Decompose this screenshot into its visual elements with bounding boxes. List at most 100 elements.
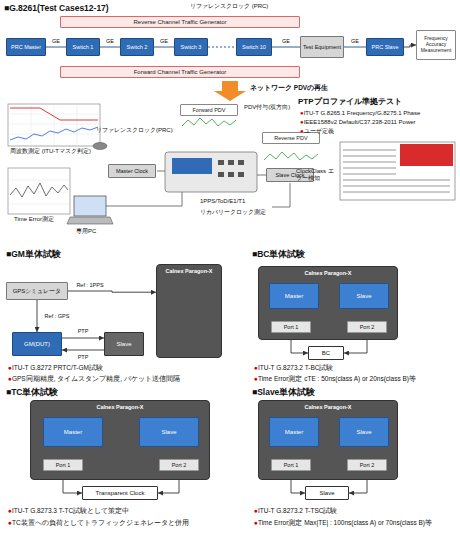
node-text: Port 2 bbox=[360, 324, 375, 330]
node-text: Calnex Paragon-X bbox=[304, 270, 351, 276]
function-block: Slave bbox=[139, 417, 199, 447]
annotation: 周波数測定 (ITU-Tマスク判定) bbox=[10, 148, 105, 155]
node-text: Slave bbox=[356, 293, 371, 300]
connector bbox=[272, 47, 300, 48]
diagram-title: ■G.8261(Test Cases12-17) bbox=[4, 3, 109, 13]
node-text: BC bbox=[322, 350, 330, 357]
dut-box: BC bbox=[308, 346, 344, 360]
connector-label: Ref : GPS bbox=[44, 313, 71, 319]
node-text: Forward Channel Traffic Generator bbox=[134, 69, 227, 76]
connector-label: GE bbox=[159, 38, 169, 44]
bullet-note: ●TC装置への負荷としてトラフィックジェネレータと併用 bbox=[8, 519, 223, 527]
node-text: Switch 1 bbox=[73, 44, 94, 50]
node-text: Reverse PDV bbox=[274, 135, 307, 141]
annotation: リファレンスクロック(PRC) bbox=[96, 127, 186, 134]
time-error-chart bbox=[8, 168, 70, 214]
node-text: Port 1 bbox=[56, 462, 71, 468]
section-heading: ■BC単体試験 bbox=[252, 249, 372, 259]
network-node: Switch 10 bbox=[236, 38, 272, 56]
node-text: Switch 3 bbox=[181, 44, 202, 50]
connector-label: PTP bbox=[77, 354, 90, 360]
function-block: Master bbox=[43, 417, 103, 447]
node-text: Master bbox=[285, 293, 303, 300]
port-box: Port 2 bbox=[347, 321, 387, 333]
bullet-note: ●Time Error測定 cTE : 50ns(class A) or 20n… bbox=[254, 375, 458, 383]
network-node: PRC Master bbox=[6, 38, 46, 56]
test-instrument-panel: Calnex Paragon-XMasterSlavePort 1Port 2 bbox=[258, 400, 398, 480]
connector-label: GE bbox=[51, 38, 61, 44]
connector bbox=[37, 300, 38, 332]
node-text: Master Clock bbox=[116, 168, 148, 174]
connector-label: GE bbox=[350, 38, 360, 44]
connector bbox=[344, 47, 366, 48]
equipment-box: GPSシミュレータ bbox=[6, 282, 68, 300]
node-text: GPSシミュレータ bbox=[13, 288, 62, 295]
function-block: Slave bbox=[339, 417, 389, 447]
port-box: Port 1 bbox=[43, 459, 83, 471]
port-box: Port 2 bbox=[347, 459, 387, 471]
bullet-note: ●ITU-T G.8273.2 T-BC試験 bbox=[254, 364, 458, 372]
connector-label: PTP bbox=[77, 328, 90, 334]
connector bbox=[46, 47, 66, 48]
network-node: Switch 3 bbox=[174, 38, 208, 56]
test-instrument-panel: Calnex Paragon-X Master SlavePort 1 Port 2 bbox=[258, 266, 398, 340]
node-text: PRC Slave bbox=[372, 44, 399, 50]
connector-label: GE bbox=[281, 38, 291, 44]
connector-label: Ref : 1PPS bbox=[75, 282, 104, 288]
network-node: Switch 2 bbox=[120, 38, 154, 56]
measurement-box: Frequency Accuracy Measurement bbox=[416, 30, 456, 60]
node-text: Port 2 bbox=[360, 462, 375, 468]
node-text: Port 2 bbox=[172, 462, 187, 468]
connector bbox=[68, 291, 156, 292]
equipment-box: Test Equipment bbox=[300, 36, 344, 58]
connector bbox=[62, 338, 104, 339]
bullet-note: ●GPS同期精度, タイムスタンプ精度, パケット送信間隔 bbox=[8, 375, 223, 383]
test-instrument-panel: Calnex Paragon-X bbox=[156, 264, 222, 358]
function-block: Master bbox=[269, 417, 319, 447]
section-heading: ■Slave単体試験 bbox=[252, 387, 372, 397]
annotation: 専用PC bbox=[76, 228, 110, 235]
connector bbox=[208, 47, 236, 48]
bullet-note: ●ITU-T G.8265.1 Frequency/G.8275.1 Phase bbox=[300, 110, 458, 117]
port-box: Port 2 bbox=[159, 459, 199, 471]
frequency-chart bbox=[8, 104, 100, 146]
bullet-note: ●ITU-T G.8273.3 T-TC試験として策定中 bbox=[8, 507, 223, 515]
node-text: Port 1 bbox=[284, 324, 299, 330]
function-block: Master bbox=[269, 283, 319, 309]
traffic-generator-band: Reverse Channel Traffic Generator bbox=[60, 16, 300, 28]
slave-device: Slave bbox=[104, 332, 144, 356]
node-text: Reverse Channel Traffic Generator bbox=[134, 19, 227, 26]
node-text: GM(DUT) bbox=[24, 341, 50, 348]
section-heading: PTPプロファイル準拠テスト bbox=[298, 97, 448, 107]
node-text: Calnex Paragon-X bbox=[165, 268, 212, 274]
node-text: Master bbox=[285, 429, 303, 436]
section-heading: ネットワーク PDVの再生 bbox=[250, 84, 340, 92]
annotation: リカバリークロック測定 bbox=[200, 209, 272, 216]
software-screenshot bbox=[340, 142, 455, 200]
pdv-graph bbox=[182, 118, 236, 126]
pdv-graph bbox=[264, 152, 318, 160]
connector-label: GE bbox=[105, 38, 115, 44]
test-instrument-panel: Calnex Paragon-X Master SlavePort 1 Port 2 bbox=[30, 400, 210, 480]
node-text: PRC Master bbox=[11, 44, 41, 50]
annotation: Time Error測定 bbox=[14, 216, 74, 223]
connector bbox=[404, 45, 416, 47]
equipment-box: Master Clock bbox=[108, 164, 156, 178]
annotation: ClockClass エラー検知 bbox=[296, 168, 336, 182]
dut-box: Transparent Clock bbox=[82, 486, 158, 500]
node-text: Switch 10 bbox=[242, 44, 266, 50]
connector bbox=[100, 47, 120, 48]
bullet-note: ●IEEE1588v2 Default/C37.238-2011 Power bbox=[300, 119, 458, 126]
node-text: Calnex Paragon-X bbox=[96, 404, 143, 410]
node-text: Switch 2 bbox=[127, 44, 148, 50]
bullet-note: ●ITU-T G.8272 PRTC/T-GM試験 bbox=[8, 364, 223, 372]
node-text: Slave bbox=[161, 429, 176, 436]
network-node: Switch 1 bbox=[66, 38, 100, 56]
node-text: Slave bbox=[356, 429, 371, 436]
node-text: Transparent Clock bbox=[96, 490, 145, 497]
network-node: PRC Slave bbox=[366, 38, 404, 56]
annotation: リファレンスクロック (PRC) bbox=[190, 3, 310, 10]
node-text: Frequency Accuracy Measurement bbox=[419, 36, 453, 53]
node-text: Slave bbox=[319, 490, 334, 497]
network-node: GM(DUT) bbox=[12, 332, 62, 356]
